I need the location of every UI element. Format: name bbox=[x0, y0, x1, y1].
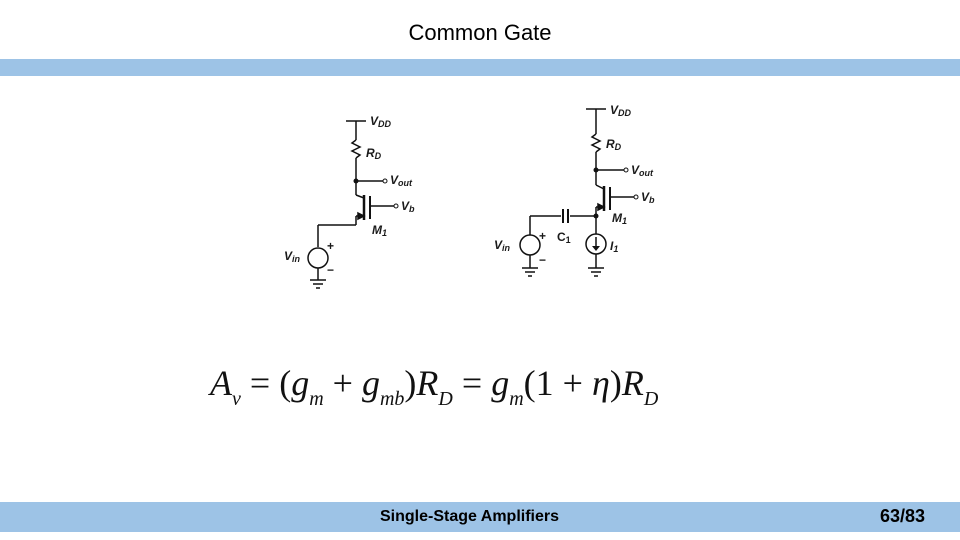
eq-open-paren-2: ( bbox=[523, 363, 536, 403]
eq-gm-sub: m bbox=[309, 388, 324, 410]
eq-open-paren-1: ( bbox=[279, 363, 292, 403]
right-i1-label: I1 bbox=[610, 239, 618, 254]
slide-title: Common Gate bbox=[408, 20, 552, 45]
gain-equation: Av = (gm + gmb)RD = gm(1 + η)RD bbox=[210, 362, 770, 422]
right-c1-label: C1 bbox=[557, 230, 571, 245]
left-vin-label: Vin bbox=[284, 249, 301, 264]
right-resistor-rd bbox=[590, 133, 602, 153]
eq-gm: g bbox=[291, 363, 310, 403]
eq-equals-1: = bbox=[249, 363, 271, 403]
eq-plus-1: + bbox=[332, 363, 353, 403]
eq-plus-2: + bbox=[562, 363, 583, 403]
left-circuit-nodes bbox=[353, 178, 399, 209]
left-vb-terminal bbox=[393, 203, 399, 209]
right-cap-node bbox=[593, 213, 599, 219]
eq-gmb: g bbox=[361, 363, 380, 403]
right-vout-label: Vout bbox=[631, 163, 654, 178]
footer-band bbox=[0, 502, 960, 532]
eq-gm-2: g bbox=[491, 363, 510, 403]
right-vdd-label: VDD bbox=[610, 103, 632, 118]
left-resistor-rd bbox=[350, 139, 362, 159]
footer-title: Single-Stage Amplifiers bbox=[380, 508, 559, 525]
left-vout-label: Vout bbox=[390, 173, 413, 188]
right-vb-label: Vb bbox=[641, 190, 655, 205]
eq-rd-1: R bbox=[416, 363, 439, 403]
eq-eta: η bbox=[591, 363, 610, 403]
left-circuit-labels: VDD RD Vout Vb M1 Vin + − bbox=[284, 114, 415, 277]
left-vb-label: Vb bbox=[401, 199, 415, 214]
right-vin-label: Vin bbox=[494, 238, 511, 253]
right-minus-label: − bbox=[539, 253, 546, 267]
left-m1-drain bbox=[355, 194, 365, 199]
eq-rd-1-sub: D bbox=[438, 388, 453, 410]
left-vdd-label: VDD bbox=[370, 114, 392, 129]
left-rd-label: RD bbox=[366, 146, 382, 161]
header-band bbox=[0, 59, 960, 76]
left-vout-node bbox=[353, 178, 359, 184]
right-circuit-nodes bbox=[592, 167, 639, 251]
right-plus-label: + bbox=[539, 229, 546, 243]
right-circuit bbox=[519, 108, 636, 277]
eq-gm-2-sub: m bbox=[509, 388, 524, 410]
right-m1-label: M1 bbox=[612, 211, 627, 226]
right-rd-label: RD bbox=[606, 137, 622, 152]
right-circuit-labels: VDD RD Vout Vb M1 C1 I1 Vin + − bbox=[494, 103, 655, 267]
right-i1-arrowhead bbox=[592, 246, 600, 251]
right-vout-terminal bbox=[623, 167, 629, 173]
eq-rd-2: R bbox=[621, 363, 644, 403]
page-number: 63/83 bbox=[880, 506, 926, 526]
right-m1-drain bbox=[595, 184, 605, 190]
eq-close-paren-1: ) bbox=[404, 363, 417, 403]
right-vb-terminal bbox=[633, 194, 639, 200]
eq-equals-2: = bbox=[461, 363, 483, 403]
eq-gmb-sub: mb bbox=[379, 388, 405, 410]
right-vout-node bbox=[593, 167, 599, 173]
right-vin-source bbox=[519, 234, 541, 256]
left-minus-label: − bbox=[327, 263, 334, 277]
eq-av-sub: v bbox=[232, 388, 241, 410]
left-vout-terminal bbox=[382, 178, 388, 184]
eq-one: 1 bbox=[535, 363, 554, 403]
left-vin-source bbox=[307, 247, 329, 269]
left-m1-arrow bbox=[357, 211, 366, 221]
left-m1-label: M1 bbox=[372, 223, 387, 238]
left-plus-label: + bbox=[327, 239, 334, 253]
eq-rd-2-sub: D bbox=[643, 388, 659, 410]
eq-close-paren-2: ) bbox=[609, 363, 622, 403]
eq-av: A bbox=[210, 363, 232, 403]
left-circuit bbox=[307, 120, 396, 289]
right-m1-arrow bbox=[597, 202, 606, 212]
